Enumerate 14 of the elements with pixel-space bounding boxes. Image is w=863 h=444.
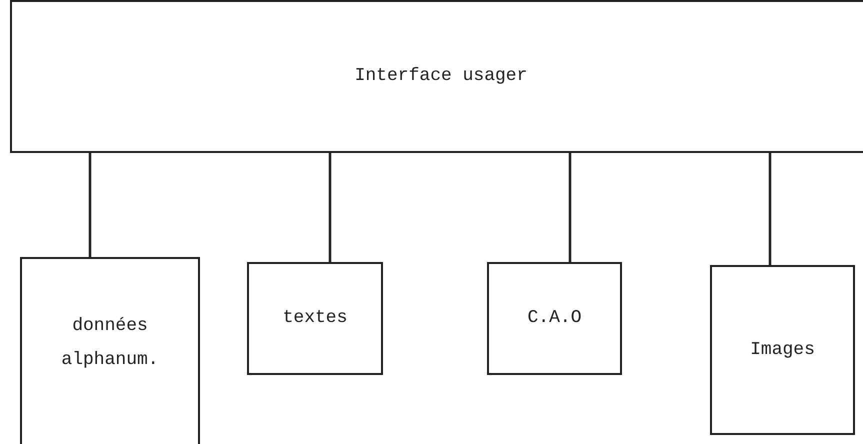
module-box — [487, 262, 622, 375]
module-box — [20, 257, 200, 444]
connector-line — [768, 153, 772, 265]
connector-line — [328, 153, 332, 262]
connector-line — [568, 153, 572, 262]
module-box — [710, 265, 855, 435]
box-label: Images — [750, 338, 815, 362]
box-label: Interface usager — [354, 65, 528, 88]
module-box — [247, 262, 383, 375]
box-label: C.A.O — [527, 307, 582, 330]
connector-line — [88, 153, 92, 257]
interface-box — [10, 0, 863, 153]
box-label: textes — [282, 307, 348, 330]
box-label: données alphanum. — [60, 315, 160, 372]
